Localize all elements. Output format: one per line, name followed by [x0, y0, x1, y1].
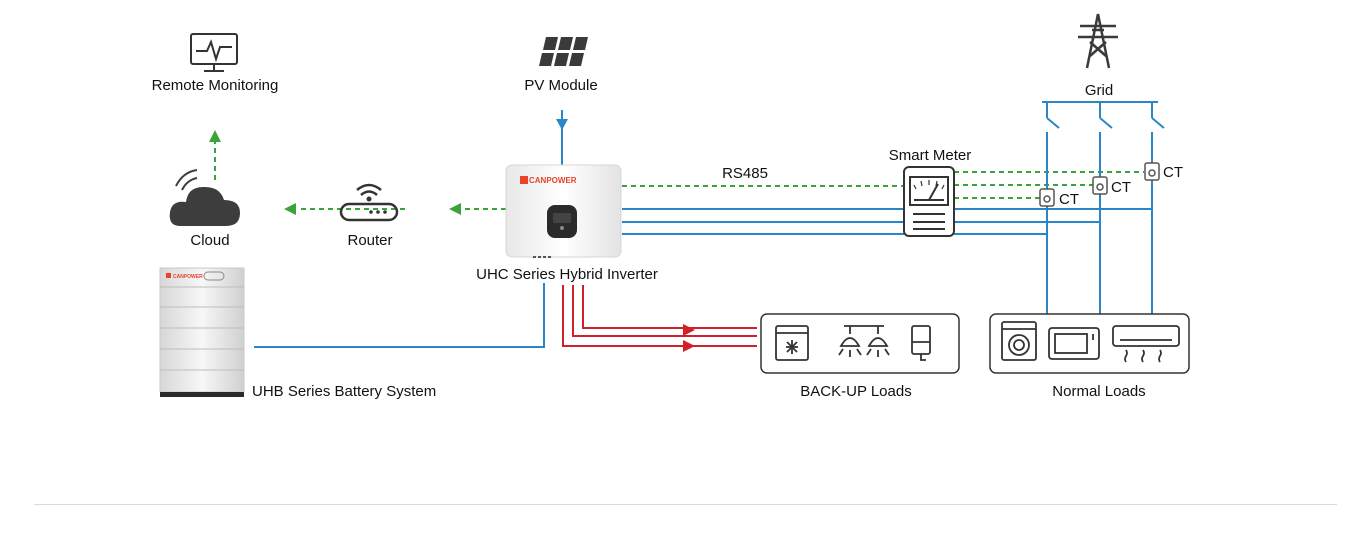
- lamp-icon: [838, 325, 890, 357]
- router-label: Router: [347, 232, 392, 249]
- data-links: [214, 140, 1144, 210]
- grid-label: Grid: [1085, 82, 1113, 99]
- battery-brand-logo: CANPOWER: [173, 274, 203, 280]
- arrow-left-router: [449, 203, 461, 215]
- inverter-brand-logo: CANPOWER: [529, 176, 577, 185]
- smart-meter-label: Smart Meter: [889, 147, 972, 164]
- smart-meter-icon: [903, 166, 955, 237]
- ct-label-3: CT: [1163, 164, 1183, 181]
- freezer-icon: [775, 325, 809, 361]
- rs485-label: RS485: [722, 165, 768, 182]
- data-arrows: [209, 130, 461, 215]
- cloud-label: Cloud: [190, 232, 229, 249]
- backup-arrows: [683, 324, 695, 352]
- power-lines: [254, 101, 1165, 348]
- pv-module-label: PV Module: [524, 77, 597, 94]
- router-icon: [339, 183, 399, 222]
- arrow-up-monitoring: [209, 130, 221, 142]
- transmission-tower-icon: [1078, 13, 1118, 69]
- cloud-icon: [169, 169, 240, 226]
- inverter-label: UHC Series Hybrid Inverter: [476, 266, 658, 283]
- arrow-down-pv: [556, 119, 568, 130]
- ct-icon: [1039, 162, 1160, 207]
- solar-panel-icon: [539, 37, 588, 66]
- monitor-icon: [190, 33, 238, 72]
- brand-logos: CANPOWER CANPOWER: [173, 176, 577, 280]
- ct-label-1: CT: [1059, 191, 1079, 208]
- washing-machine-icon: [1001, 321, 1037, 361]
- diagram-labels: Remote Monitoring PV Module Grid Cloud R…: [152, 77, 1183, 400]
- remote-monitoring-label: Remote Monitoring: [152, 77, 279, 94]
- normal-loads-label: Normal Loads: [1052, 383, 1145, 400]
- battery-icon: [159, 267, 245, 397]
- breaker-3: [1151, 117, 1165, 129]
- microwave-icon: [1048, 327, 1100, 360]
- ct-label-2: CT: [1111, 179, 1131, 196]
- normal-loads-box: [989, 313, 1190, 374]
- breaker-2: [1099, 117, 1113, 129]
- inverter-icon: [505, 164, 622, 258]
- backup-loads-label: BACK-UP Loads: [800, 383, 911, 400]
- backup-lines: [562, 285, 757, 347]
- battery-label: UHB Series Battery System: [252, 383, 436, 400]
- bottom-divider: [34, 504, 1337, 505]
- water-heater-icon: [911, 325, 931, 361]
- arrow-left-cloud: [284, 203, 296, 215]
- backup-loads-box: [760, 313, 960, 374]
- air-conditioner-icon: [1112, 325, 1180, 363]
- battery-line: [254, 283, 545, 348]
- breaker-1: [1046, 117, 1060, 129]
